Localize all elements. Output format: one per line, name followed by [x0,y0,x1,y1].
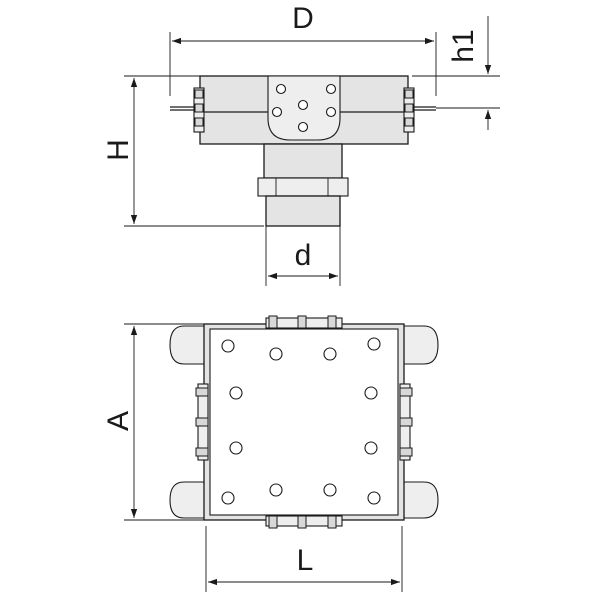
right-clamp-bolt [399,387,413,397]
hole [323,483,337,497]
label-L: L [297,544,314,577]
right-bracket-bolt-2 [404,103,414,113]
cover-bolt [297,121,309,133]
top-clamp-bolt [297,315,307,329]
dimension-h1: h1 [412,16,500,130]
label-A: A [102,411,135,431]
lobe-top-left [169,325,211,365]
top-clamp-bolt [268,315,278,329]
label-D: D [292,2,314,35]
dimension-D: D [169,2,437,96]
hole [269,483,283,497]
hole [367,491,381,505]
label-h1: h1 [447,29,480,62]
label-d: d [295,239,312,272]
cover-plate-bolts [271,83,337,133]
bottom-clamp-bolt [297,515,307,529]
lobe-top-right [397,325,439,365]
cover-bolt [275,83,287,95]
top-clamp-bolt [327,315,337,329]
hole [221,491,235,505]
hole [364,441,378,455]
hole [229,441,243,455]
lobe-bottom-left [169,481,211,519]
grate-holes [221,337,381,505]
lobe-bottom-right [397,481,439,519]
left-clamp-bolt [195,447,209,457]
dimension-d: d [265,226,341,286]
hole [323,347,337,361]
left-clamp-bolt [195,387,209,397]
outlet-nut [257,177,349,197]
side-view [170,75,436,227]
left-bracket-bolt-3 [194,117,204,127]
hole [364,386,378,400]
hole [221,339,235,353]
left-bracket-bolt-1 [194,89,204,99]
top-view [169,315,439,529]
bottom-clamp-bolt [268,515,278,529]
bottom-clamp-bolt [327,515,337,529]
cover-bolt [325,106,337,118]
hole [269,347,283,361]
left-bracket-bolt-2 [194,103,204,113]
hole [229,386,243,400]
label-H: H [102,139,135,161]
right-bracket-bolt-3 [404,117,414,127]
hole [367,337,381,351]
grate-plate [209,328,399,516]
outlet-pipe-lower [265,195,341,227]
cover-bolt [325,83,337,95]
cover-bolt [297,99,309,111]
left-clamp-bolt [195,417,209,427]
right-clamp-bolt [399,447,413,457]
dimension-L: L [205,526,403,592]
dimension-H: H [102,75,264,227]
right-clamp-bolt [399,417,413,427]
outlet-pipe-upper [263,143,343,179]
cover-bolt [271,106,283,118]
right-bracket-bolt-1 [404,89,414,99]
dimension-A: A [102,323,204,521]
